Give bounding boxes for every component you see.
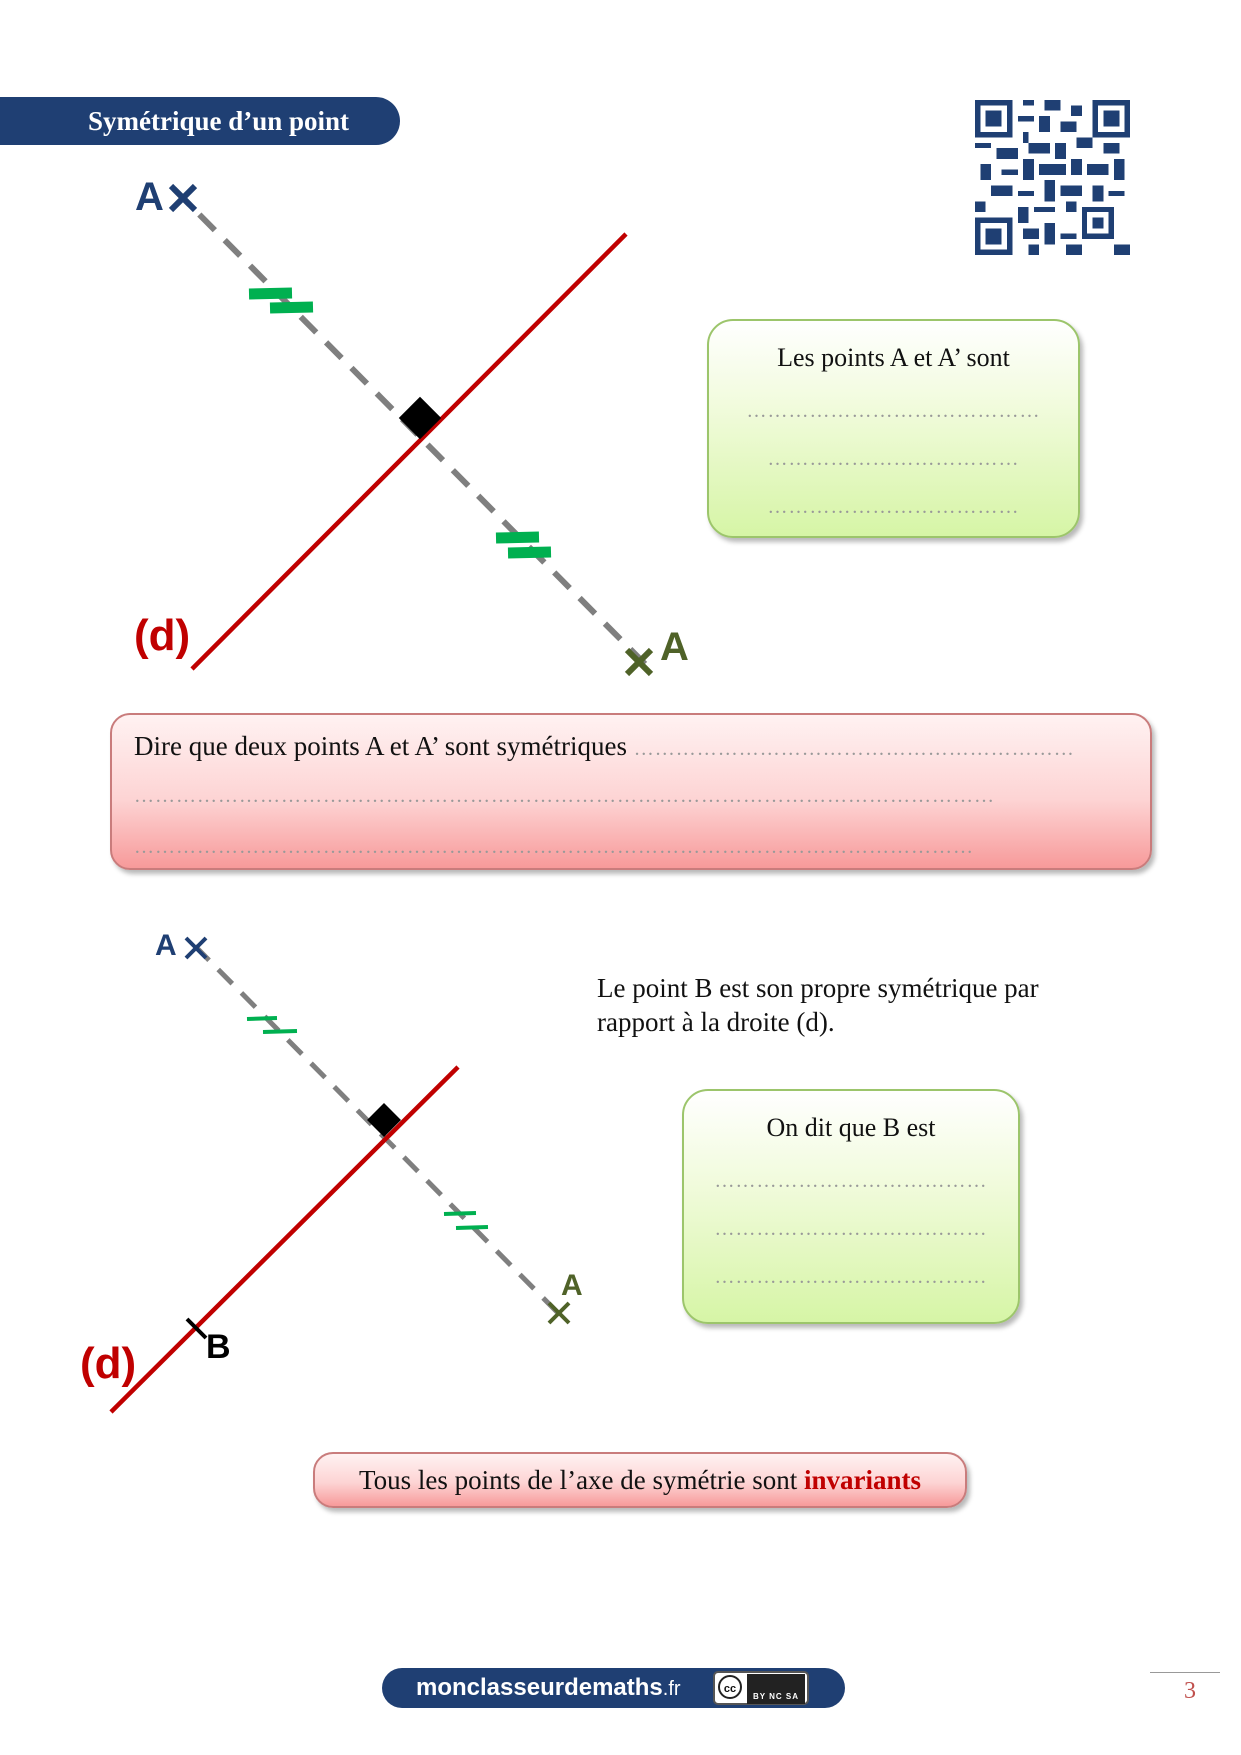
answer-line[interactable]: ……………………………………………………… <box>633 738 1075 760</box>
section-title-banner: Symétrique d’un point <box>0 97 400 145</box>
label-d: (d) <box>134 611 190 660</box>
answer-line[interactable]: …………………………………………………………………………………………………………… <box>134 785 995 807</box>
figure-2: A A B (d) <box>80 929 583 1414</box>
site-name: monclasseurdemaths <box>416 1674 663 1701</box>
label-d: (d) <box>80 1339 136 1388</box>
right-angle-marker <box>398 396 442 440</box>
segment-a-a-prime <box>193 944 560 1315</box>
right-angle-marker <box>367 1103 401 1137</box>
point-a-prime-cross <box>624 647 654 677</box>
label-b: B <box>206 1328 231 1366</box>
invariants-text: Tous les points de l’axe de symétrie son… <box>358 1465 804 1495</box>
answer-line[interactable]: ………………………………… <box>714 1170 988 1192</box>
point-a-cross <box>184 936 208 960</box>
axis-d <box>190 232 628 671</box>
equal-length-tick <box>443 1211 489 1230</box>
answer-line[interactable]: ……………………………… <box>767 496 1020 518</box>
equal-length-tick <box>495 531 552 559</box>
box-lead-text: Les points A et A’ sont <box>777 343 1010 372</box>
label-a: A <box>155 929 177 962</box>
definition-lead-text: Dire que deux points A et A’ sont symétr… <box>134 731 627 761</box>
point-a-prime-cross <box>547 1301 571 1325</box>
label-a-prime: A <box>561 1269 583 1302</box>
creative-commons-badge[interactable]: cc BY NC SA <box>713 1671 809 1705</box>
qr-code-icon[interactable] <box>975 100 1130 255</box>
cc-icon: cc <box>718 1675 742 1699</box>
figure-1: A A (d) <box>134 175 689 677</box>
license-terms: BY NC SA <box>747 1674 805 1704</box>
invariants-emphasis: invariants <box>804 1465 922 1495</box>
answer-line[interactable]: ……………………………… <box>767 448 1020 470</box>
site-tld: .fr <box>662 1678 681 1700</box>
equal-length-tick <box>246 1016 298 1034</box>
label-a: A <box>135 175 164 219</box>
invariants-box: Tous les points de l’axe de symétrie son… <box>313 1452 967 1508</box>
point-b-tick <box>185 1317 208 1340</box>
definition-box: Dire que deux points A et A’ sont symétr… <box>110 713 1152 870</box>
section-title: Symétrique d’un point <box>88 106 350 136</box>
axis-d <box>109 1065 460 1414</box>
label-a-prime: A <box>660 625 689 669</box>
fill-in-box-symmetric: Les points A et A’ sont …………………………………… …… <box>707 319 1080 538</box>
answer-line[interactable]: ………………………………………………………………………………………………………… <box>134 836 974 858</box>
page-number-rule <box>1150 1672 1220 1673</box>
point-a-cross <box>168 183 198 213</box>
answer-line[interactable]: ………………………………… <box>714 1266 988 1288</box>
answer-line[interactable]: ………………………………… <box>714 1218 988 1240</box>
box-lead-text: On dit que B est <box>766 1113 936 1142</box>
page-number: 3 <box>1184 1678 1196 1704</box>
fill-in-box-point-b: On dit que B est ………………………………… ………………………… <box>682 1089 1020 1324</box>
answer-line[interactable]: …………………………………… <box>746 400 1041 422</box>
equal-length-tick <box>248 287 314 314</box>
point-b-note: Le point B est son propre symétrique par… <box>597 973 1039 1037</box>
